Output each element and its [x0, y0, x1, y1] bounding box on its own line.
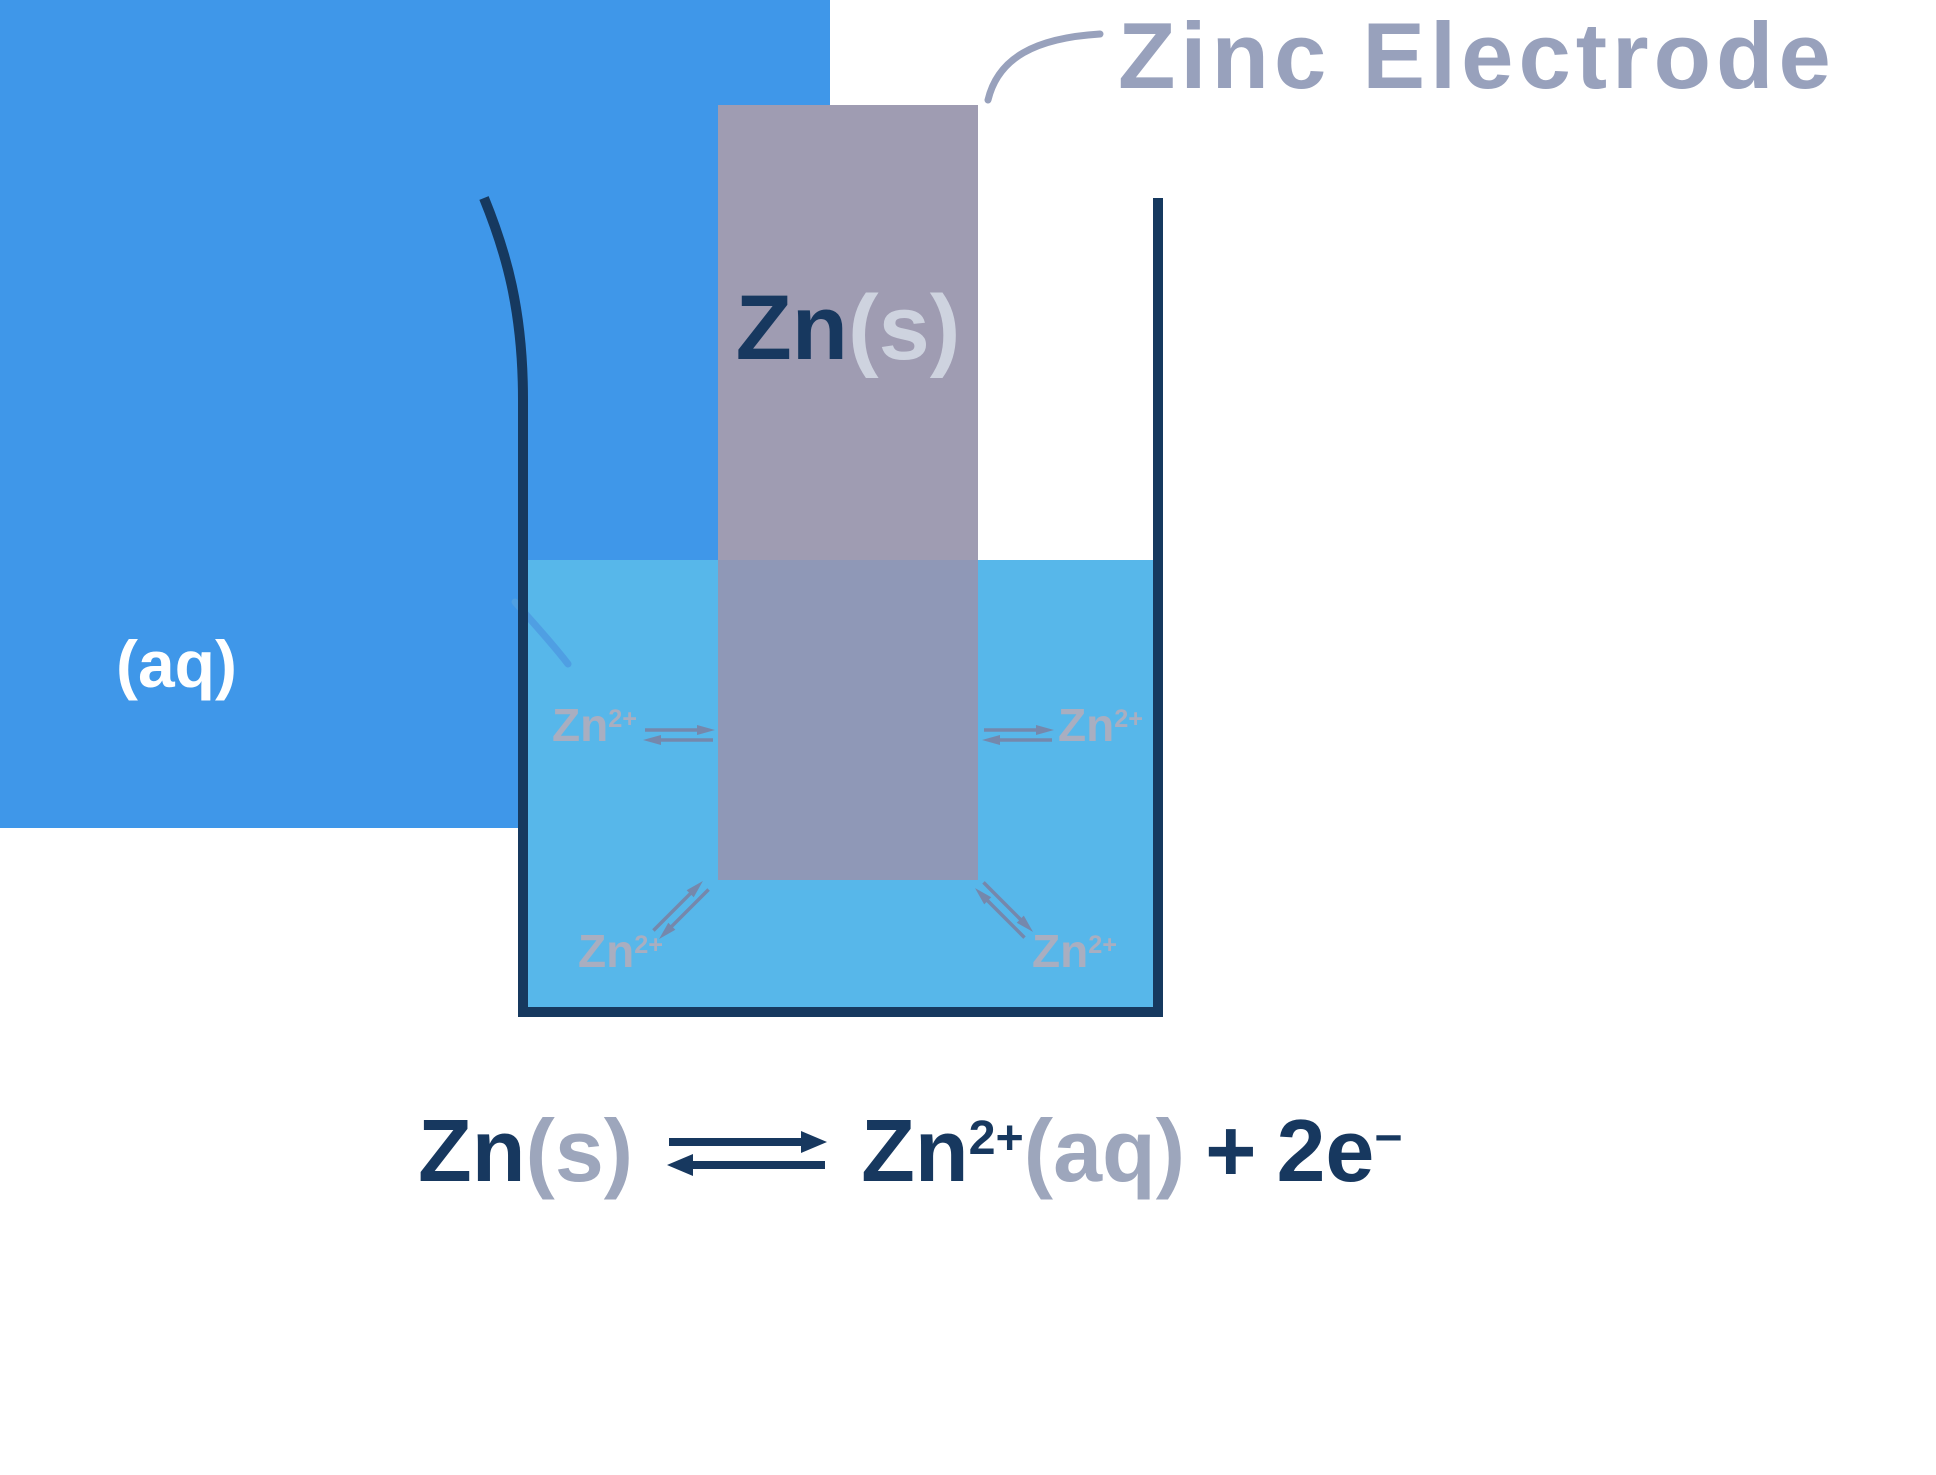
equation-plus: +: [1205, 1101, 1257, 1200]
ion-symbol: Zn: [552, 699, 609, 751]
ion-label-lower-right: Zn2+: [1032, 928, 1117, 974]
zinc-electrode-callout: Zinc Electrode: [1118, 3, 1836, 108]
callout-leader-line: [984, 30, 1104, 104]
equation-product-charge: 2+: [968, 1111, 1024, 1166]
electrode-symbol: Zn: [735, 277, 848, 379]
ion-label-upper-left: Zn2+: [552, 702, 637, 748]
equilibrium-arrow-icon: [667, 1131, 828, 1176]
ion-charge: 2+: [1114, 705, 1144, 734]
electrode-label: Zn(s): [718, 282, 978, 374]
zinc-electrode-submerged-part: [718, 560, 978, 880]
ion-charge: 2+: [634, 931, 664, 960]
ion-symbol: Zn: [1032, 925, 1089, 977]
ion-label-lower-left: Zn2+: [578, 928, 663, 974]
ion-charge: 2+: [1088, 931, 1118, 960]
half-reaction-equation: Zn(s) Zn2+(aq)+2e−: [418, 1100, 1403, 1201]
equation-product-state: (aq): [1023, 1101, 1186, 1200]
ion-symbol: Zn: [578, 925, 635, 977]
zinc-electrode: [718, 105, 978, 880]
equilibrium-arrow-icon: [643, 725, 715, 745]
equation-reactant: Zn: [418, 1101, 526, 1200]
equation-electrons: 2e: [1276, 1101, 1375, 1200]
ion-label-upper-right: Zn2+: [1058, 702, 1143, 748]
aqueous-label: (aq): [116, 627, 237, 701]
equation-electron-charge: −: [1374, 1111, 1403, 1166]
equation-reactant-state: (s): [525, 1101, 634, 1200]
ion-symbol: Zn: [1058, 699, 1115, 751]
equilibrium-arrow-icon: [982, 725, 1054, 745]
equation-product: Zn: [861, 1101, 969, 1200]
electrode-state: (s): [847, 277, 961, 379]
ion-charge: 2+: [608, 705, 638, 734]
